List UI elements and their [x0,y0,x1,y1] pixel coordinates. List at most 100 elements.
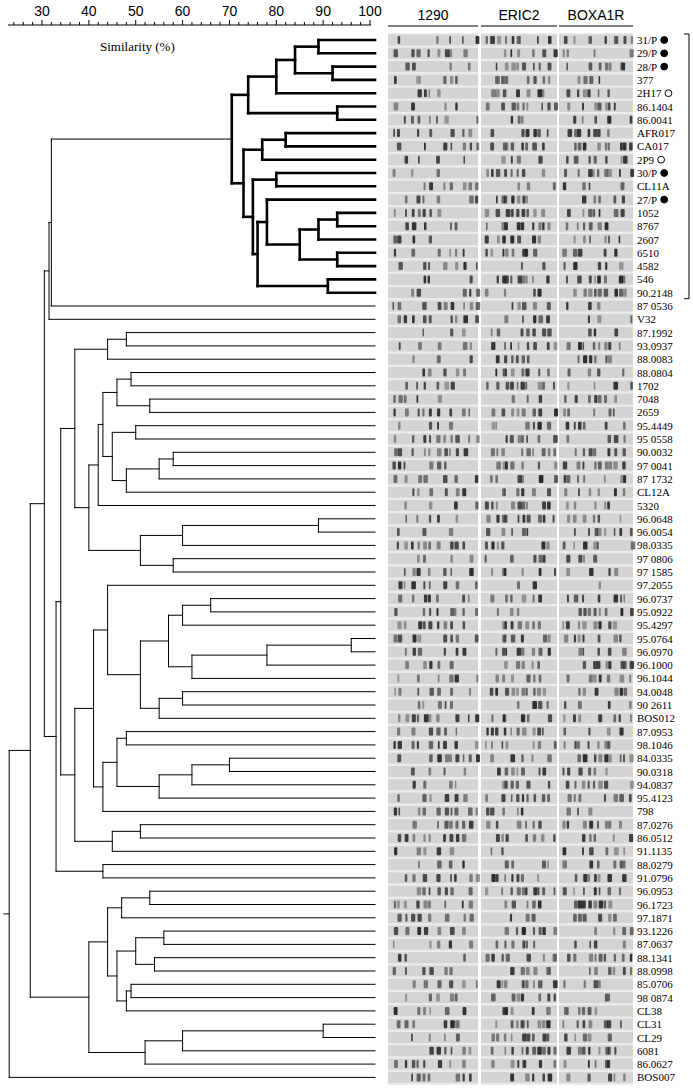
gel-band [495,728,498,736]
gel-band [424,927,428,935]
gel-band [506,741,509,749]
gel-band [495,674,498,682]
gel-lane-strip [388,527,478,538]
gel-lane-strip [388,606,478,617]
gel-lane-strip [388,673,478,684]
gel-band [516,89,520,97]
gel-band [497,36,501,44]
gel-band [577,355,579,363]
gel-lane-strip [388,1045,478,1056]
gel-lane-strip [481,540,557,551]
gel-band [398,422,400,430]
dendrogram-branch [112,831,140,832]
gel-band [463,369,466,377]
gel-band [548,63,552,71]
gel-band [437,861,441,869]
gel-lane-strip [388,394,478,405]
gel-band [619,262,623,270]
gel-band [614,635,618,643]
gel-band [605,768,607,776]
gel-band [423,847,426,855]
gel-band [485,502,489,510]
gel-band [598,754,602,762]
gel-band [423,661,427,669]
gel-lane-strip [559,61,633,72]
gel-band [588,768,591,776]
gel-band [429,315,432,323]
gel-band [516,1020,518,1028]
gel-band [597,315,601,323]
gel-band [412,355,414,363]
gel-lane-strip [388,141,478,152]
gel-lane-strip [481,979,557,990]
gel-band [608,887,612,895]
gel-band [444,116,448,124]
gel-band [579,608,582,616]
gel-band [462,408,466,416]
dendrogram-branch [61,428,75,429]
gel-band [506,435,508,443]
gel-band [566,156,568,164]
gel-band [444,382,449,390]
dendrogram-branch [248,75,276,78]
gel-band [394,688,396,696]
gel-band [566,302,568,310]
dendrogram-branch [108,585,375,586]
dendrogram-branch [318,238,375,241]
gel-band [496,821,498,829]
gel-band [547,794,550,802]
gel-band [574,781,576,789]
gel-band [429,129,432,137]
gel-band [562,1020,564,1028]
dendrogram-branch [75,708,94,709]
gel-band [608,914,611,922]
gel-band [476,874,480,882]
gel-band [564,635,568,643]
dendrogram-branch [183,1050,375,1051]
gel-band [437,422,439,430]
gel-band [416,901,419,909]
gel-band [463,249,465,257]
gel-band [614,528,616,536]
dendrogram-branch [44,270,49,271]
gel-band [563,541,566,549]
gel-band [542,1034,546,1042]
gel-band [619,821,622,829]
gel-lane-strip [481,1032,557,1043]
gel-band [496,502,498,510]
gel-band [575,395,578,403]
gel-lane-strip [481,274,557,285]
gel-band [605,821,608,829]
gel-lane-strip [388,48,478,59]
gel-band [510,781,513,789]
gel-band [588,741,590,749]
gel-band [608,701,611,709]
gel-band [620,861,623,869]
gel-lane-strip [388,287,478,298]
gel-band [522,1047,524,1055]
gel-band [464,914,467,922]
gel-lane-strip [559,833,633,844]
gel-band [516,688,518,696]
dendrogram-branch [211,598,375,599]
gel-band [503,89,507,97]
gel-band [619,289,623,297]
cluster-bracket [684,34,689,299]
gel-lane-strip [481,513,557,524]
gel-band [511,621,514,629]
gel-lane-strip [388,1005,478,1016]
gel-band [608,994,610,1002]
gel-band [607,129,609,137]
gel-band [522,688,526,696]
gel-band [411,49,414,57]
gel-band [594,116,597,124]
gel-lane-strip [388,367,478,378]
gel-band [613,861,616,869]
gel-band [522,302,526,310]
gel-band [533,302,537,310]
gel-band [522,794,524,802]
gel-band [594,329,596,337]
axis-tick [323,20,324,25]
dendrogram-branch [140,708,159,709]
gel-band [394,435,396,443]
